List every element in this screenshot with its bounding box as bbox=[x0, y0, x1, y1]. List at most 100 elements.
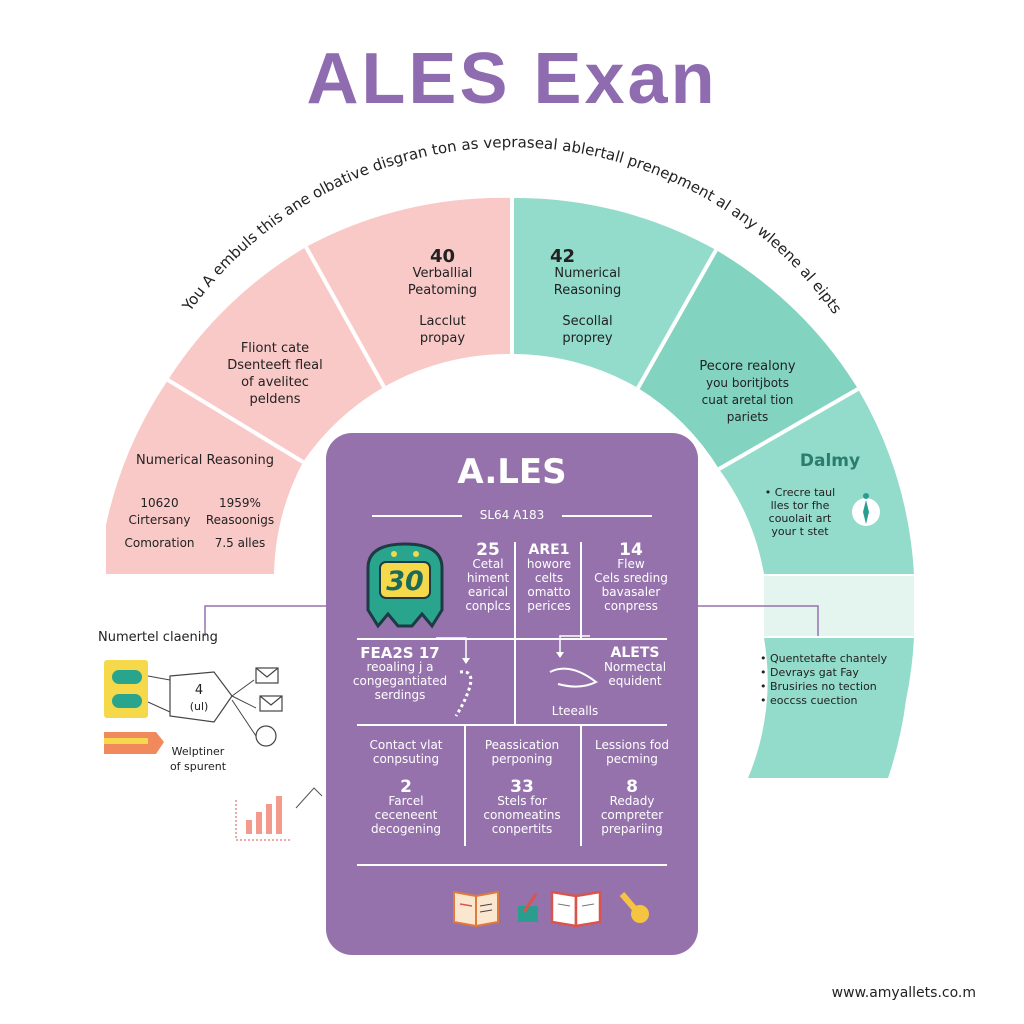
s3-line3: Lacclut bbox=[419, 314, 466, 329]
s7-line4: • eoccss cuection bbox=[760, 694, 858, 707]
open-book-icon bbox=[453, 890, 499, 928]
c1-l1: Cetal bbox=[472, 557, 504, 571]
segment-numerical-reasoning bbox=[106, 380, 303, 574]
c6-l4: ceceneent bbox=[374, 808, 438, 822]
segment-fliont-cate bbox=[168, 247, 384, 462]
segment-1-title: Numerical Reasoning bbox=[136, 453, 274, 468]
segment-6-text: • Crecre taul lles tor fhe couolait art … bbox=[755, 486, 845, 538]
s7-line2: • Devrays gat Fay bbox=[760, 666, 859, 679]
c8-l2: pecming bbox=[606, 752, 658, 766]
s7-line3: • Brusiries no tection bbox=[760, 680, 877, 693]
segment-verbal-reasoning bbox=[306, 197, 512, 387]
segment-7-checklist: • Quentetafte chantely • Devrays gat Fay… bbox=[760, 652, 910, 708]
c7-num: 33 bbox=[510, 777, 534, 797]
node-bot: (ul) bbox=[189, 700, 209, 713]
c8-l4: compreter bbox=[600, 808, 664, 822]
c7-l2: perponing bbox=[491, 752, 553, 766]
c2-num: ARE1 bbox=[528, 542, 570, 558]
s4-num: 42 bbox=[550, 246, 576, 267]
s1-left-top: 10620 bbox=[140, 496, 179, 510]
c1-num: 25 bbox=[476, 540, 500, 560]
s2-line3: of avelitec bbox=[241, 375, 309, 390]
s6-line2: lles tor fhe bbox=[770, 499, 830, 512]
s1-left-mid: Cirtersany bbox=[128, 513, 191, 527]
cell-c7: Peassication perponing 33 Stels for cono… bbox=[466, 738, 578, 836]
left-caption: Welptiner of spurent bbox=[158, 744, 238, 774]
s1-right-mid: Reasoonigs bbox=[205, 513, 275, 527]
s6-line3: couolait art bbox=[768, 512, 832, 525]
left-flow-diagram bbox=[104, 660, 323, 841]
mail-icon bbox=[255, 667, 283, 712]
card-rule-right bbox=[562, 515, 652, 517]
c6-l5: decogening bbox=[370, 822, 442, 836]
s7-line1: • Quentetafte chantely bbox=[760, 652, 888, 665]
c7-l1: Peassication bbox=[484, 738, 560, 752]
grid-line-h-3 bbox=[357, 864, 667, 866]
c1-l4: conplcs bbox=[465, 599, 511, 613]
badge-number: 30 bbox=[386, 566, 424, 597]
grid-line-h-1 bbox=[357, 638, 667, 640]
c3-num: 14 bbox=[619, 540, 643, 560]
footer-url[interactable]: www.amyallets.co.m bbox=[831, 985, 976, 1001]
book-icon bbox=[550, 890, 602, 928]
grid-line-v-b1 bbox=[464, 724, 466, 846]
s1-right-top: 1959% bbox=[219, 496, 261, 510]
segment-2-text: Fliont cate Dsenteeft fleal of avelitec … bbox=[215, 340, 335, 408]
s5-line2: you boritjbots bbox=[705, 376, 790, 390]
s4-line2: Reasoning bbox=[553, 283, 622, 298]
s6-line1: • Crecre taul bbox=[764, 486, 836, 499]
left-caption-1: Welptiner bbox=[171, 745, 225, 758]
s1-left-bot: Comoration bbox=[124, 536, 195, 550]
c6-l2: conpsuting bbox=[372, 752, 440, 766]
shrimp-icon bbox=[549, 635, 598, 688]
segment-5-text: Pecore realony you boritjbots cuat areta… bbox=[680, 358, 815, 426]
folder-icon bbox=[104, 660, 148, 718]
left-caption-2: of spurent bbox=[169, 760, 227, 773]
segment-4-text: 42 Numerical Reasoning Secollal proprey bbox=[530, 248, 645, 347]
segment-checklist bbox=[748, 638, 914, 778]
c6-l3: Farcel bbox=[388, 794, 424, 808]
s2-line4: peldens bbox=[249, 392, 301, 407]
segment-pecore-realony bbox=[638, 250, 858, 469]
c6-l1: Contact vlat bbox=[369, 738, 443, 752]
c3-l1: Flew bbox=[617, 557, 645, 571]
grid-line-v-center bbox=[514, 542, 516, 724]
c2-l4: perices bbox=[527, 599, 571, 613]
score-badge-icon bbox=[366, 542, 444, 629]
segment-1-left-stats: 10620 Cirtersany Comoration bbox=[112, 495, 207, 552]
grid-line-v-right bbox=[580, 542, 582, 638]
segment-numerical-reasoning-42 bbox=[512, 197, 716, 388]
segment-3-text: 40 Verballial Peatoming Lacclut propay bbox=[385, 248, 500, 347]
s3-line2: Peatoming bbox=[407, 283, 478, 298]
cell-c4: FEA2S 17 reoaling j a congegantiated ser… bbox=[350, 646, 450, 703]
s3-line1: Verballial bbox=[412, 266, 473, 281]
wrench-icon bbox=[619, 892, 649, 923]
card-rule-left bbox=[372, 515, 462, 517]
segment-dalmy bbox=[719, 389, 914, 574]
segment-1-right-stats: 1959% Reasoonigs 7.5 alles bbox=[195, 495, 285, 552]
s4-line4: proprey bbox=[562, 331, 613, 346]
c4-l2: congegantiated bbox=[352, 674, 448, 688]
grid-line-h-2 bbox=[357, 724, 667, 726]
s5-line1: Pecore realony bbox=[699, 359, 796, 374]
c7-l5: conpertits bbox=[491, 822, 553, 836]
c8-num: 8 bbox=[626, 777, 638, 797]
process-node bbox=[169, 671, 233, 723]
s3-num: 40 bbox=[429, 246, 456, 267]
c2-l3: omatto bbox=[527, 585, 571, 599]
c1-l2: himent bbox=[466, 571, 510, 585]
c3-l2: Cels sreding bbox=[594, 571, 668, 585]
node-top: 4 bbox=[194, 683, 204, 698]
s5-line4: pariets bbox=[726, 410, 769, 424]
grid-line-v-b2 bbox=[580, 724, 582, 846]
c2-l2: celts bbox=[534, 571, 564, 585]
main-title: ALES Exan bbox=[306, 39, 718, 119]
pencil-icon bbox=[518, 893, 538, 922]
c6-num: 2 bbox=[400, 777, 412, 797]
c3-l4: conpress bbox=[604, 599, 658, 613]
c3-l3: bavasaler bbox=[601, 585, 661, 599]
c8-l3: Redady bbox=[609, 794, 655, 808]
s4-line1: Numerical bbox=[554, 266, 621, 281]
cell-c8: Lessions fod pecming 8 Redady compreter … bbox=[582, 738, 682, 836]
